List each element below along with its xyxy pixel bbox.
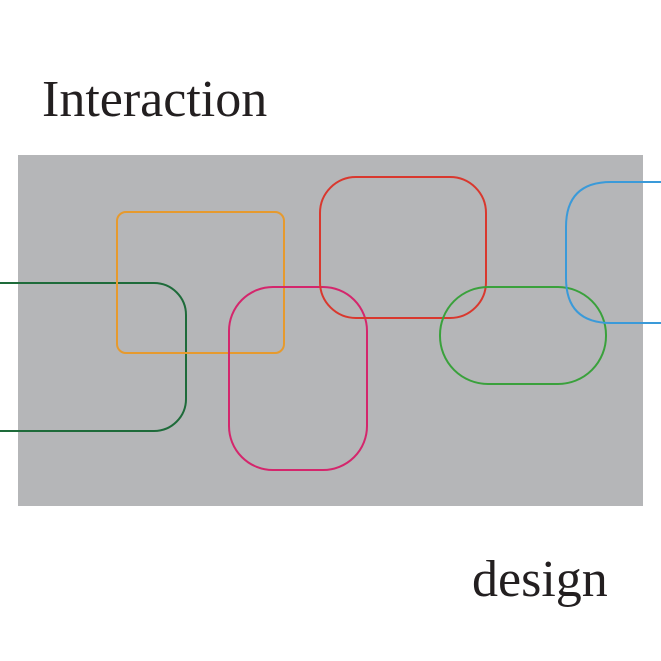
crimson-rounded-rect	[228, 286, 368, 471]
dark-green-rounded-rect	[0, 282, 187, 432]
green-pill	[439, 286, 607, 385]
title-interaction: Interaction	[42, 71, 268, 128]
title-design: design	[472, 551, 608, 608]
red-rounded-rect	[319, 176, 487, 319]
blue-rounded-rect	[565, 181, 661, 324]
orange-rounded-rect	[116, 211, 285, 354]
gray-panel	[18, 155, 643, 506]
